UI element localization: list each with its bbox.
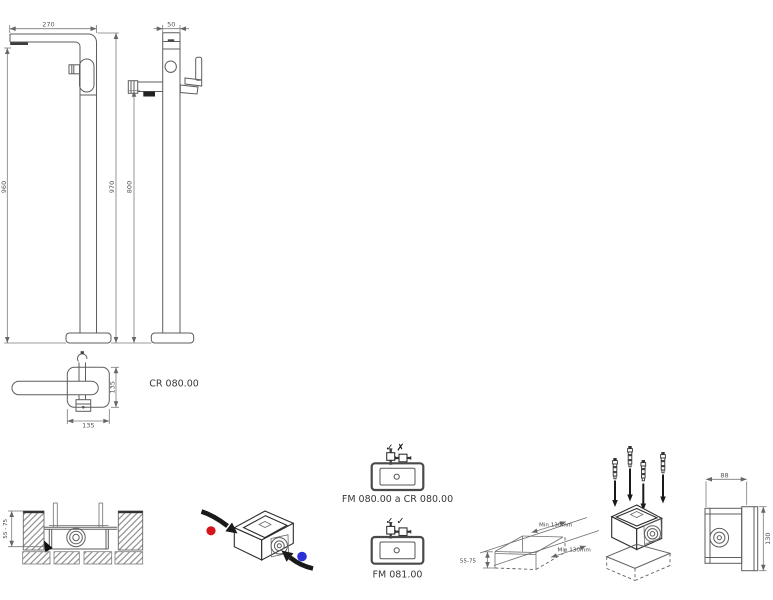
- bracket-top: [75, 399, 92, 412]
- top-view: 135 135 CR 080.00: [11, 351, 199, 430]
- vertical-valve-icon-b: [386, 525, 396, 535]
- down-arrow-1: [612, 500, 618, 507]
- anchor-bolt-2: [627, 445, 633, 468]
- box-port-side: [709, 527, 730, 548]
- floor-block-right: [117, 510, 144, 551]
- recess-view: 55-75 Min 130mm Min 130mm: [460, 517, 600, 570]
- vertical-valve-icon: [386, 452, 396, 461]
- handle-lever-side: [195, 56, 203, 81]
- mixer-box-a: [370, 462, 425, 492]
- anchor-mounting-view: [605, 445, 672, 581]
- dim-box-width: 88: [720, 472, 728, 480]
- dim-height-left: 960: [0, 181, 8, 193]
- drain-fitting-outer: [66, 527, 86, 548]
- faucet-outer-outline: [10, 33, 97, 333]
- cross-icon: ✗: [397, 443, 405, 454]
- anchor-bolt-4: [660, 451, 666, 474]
- dim-box-height: 130: [764, 532, 772, 544]
- dim-plate-depth: 135: [108, 381, 116, 393]
- model-label: CR 080.00: [149, 379, 199, 390]
- box-side-view: 88 130: [704, 472, 772, 572]
- column-side-outline: [162, 32, 181, 333]
- box-flange-side: [741, 506, 759, 572]
- cold-water-dot: [297, 551, 307, 562]
- connection-box-view: [200, 509, 314, 571]
- valve-a-label: FM 080.00 a CR 080.00: [342, 494, 453, 505]
- handle-lever-front: [79, 58, 95, 93]
- inlet-port: [270, 537, 288, 555]
- anchor-bolt-3: [640, 459, 647, 482]
- spout-top: [11, 380, 99, 396]
- front-view: 270 960 970: [0, 20, 152, 344]
- base-plate-top: [66, 366, 110, 408]
- cold-inlet-arrow: [288, 555, 314, 571]
- diverter-circle: [164, 60, 177, 73]
- mount-box-port: [644, 525, 661, 543]
- down-arrow-4: [660, 496, 666, 504]
- valve-config-a: ✓ ✗ FM 080.00 a CR 080.00: [342, 443, 453, 506]
- down-arrow-2: [627, 494, 633, 502]
- check-icon-2: ✓: [397, 516, 405, 527]
- side-view: 50 800: [125, 20, 203, 344]
- mixer-box-b: [370, 535, 425, 565]
- bracket-clip: [143, 91, 155, 97]
- dim-plate-width: 135: [82, 422, 94, 430]
- level-wedge: [44, 540, 53, 553]
- horizontal-valve-icon-b: [398, 527, 408, 537]
- valve-config-b: ✓ ✓ FM 081.00: [370, 516, 425, 581]
- check-icon-1: ✓: [386, 516, 394, 527]
- dim-recess-back: Min 130mm: [539, 523, 572, 529]
- spout-aerator: [10, 42, 28, 45]
- hot-water-dot: [206, 526, 216, 536]
- dim-spout-width: 270: [42, 20, 54, 28]
- check-icon: ✓: [386, 443, 394, 454]
- valve-b-label: FM 081.00: [373, 570, 423, 581]
- dim-recess-front: Min 130mm: [558, 548, 591, 554]
- floor-section-view: 55 - 75: [3, 502, 144, 565]
- faucet-inner-outline: [10, 41, 81, 333]
- hot-inlet-arrow: [200, 509, 229, 528]
- anchor-bolt-1: [612, 457, 618, 480]
- floor-block-left: [22, 510, 45, 551]
- shower-bracket: [127, 80, 139, 94]
- dim-section-depth: 55 - 75: [3, 518, 9, 538]
- dim-recess-depth: 55-75: [460, 559, 477, 565]
- base-plate-side: [150, 332, 195, 344]
- down-arrow-3: [640, 503, 647, 511]
- dim-height-right: 970: [108, 181, 116, 193]
- dim-shower-height: 800: [125, 181, 133, 193]
- base-plate-front: [65, 332, 112, 344]
- dim-column-width: 50: [167, 20, 175, 28]
- handle-hook-top: [77, 353, 88, 362]
- horizontal-valve-icon: [398, 453, 408, 463]
